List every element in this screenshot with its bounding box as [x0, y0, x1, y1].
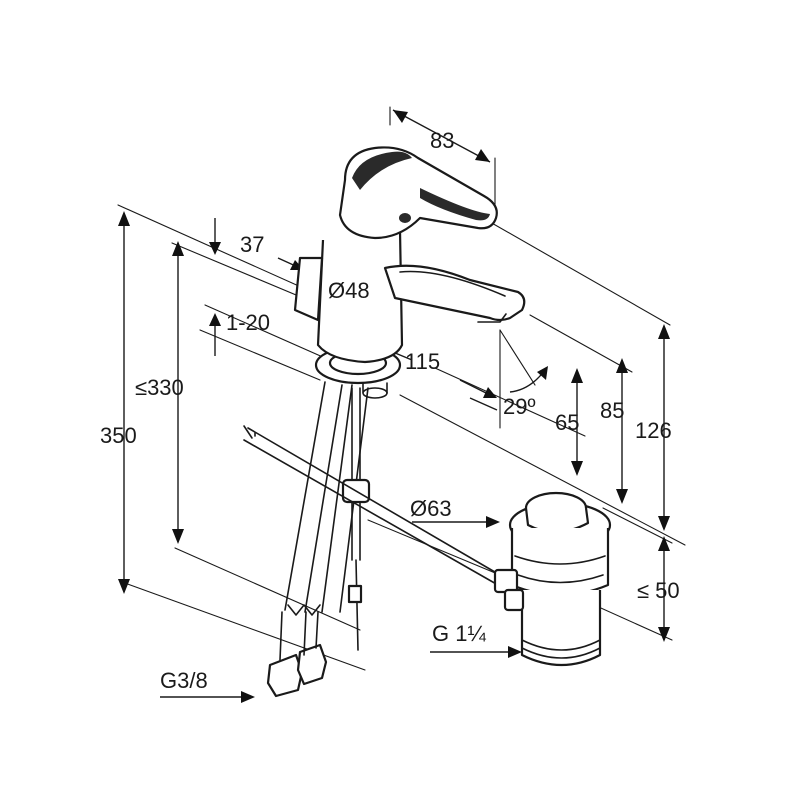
label-total-length: 350 [100, 423, 137, 448]
pop-up-rod [243, 425, 501, 586]
waste-valve [493, 491, 612, 667]
supply-hoses [284, 381, 371, 651]
label-waste-height: ≤ 50 [637, 578, 680, 603]
label-lever-offset: 37 [240, 232, 264, 257]
label-total-height: 126 [635, 418, 672, 443]
angle-reference [499, 329, 536, 429]
dimension-lines [118, 109, 670, 703]
label-spout-angle: 29º [503, 394, 536, 419]
label-body-diameter: Ø48 [328, 278, 370, 303]
label-max-supply-length: ≤330 [135, 375, 184, 400]
spout [383, 264, 526, 323]
label-deck-thickness: 1-20 [226, 310, 270, 335]
label-waste-thread: G 1¼ [432, 621, 486, 646]
supply-connectors [266, 611, 328, 698]
label-body-height: 85 [600, 398, 624, 423]
label-waste-diameter: Ø63 [410, 496, 452, 521]
label-spout-reach: 115 [405, 349, 440, 374]
dimension-labels: 83 37 Ø48 1-20 115 29º 65 85 126 ≤330 35… [100, 128, 680, 693]
mixer-body [293, 229, 404, 364]
label-supply-thread: G3/8 [160, 668, 208, 693]
lever-handle [338, 146, 498, 240]
label-spout-height: 65 [555, 410, 579, 435]
label-spout-width: 83 [430, 128, 454, 153]
